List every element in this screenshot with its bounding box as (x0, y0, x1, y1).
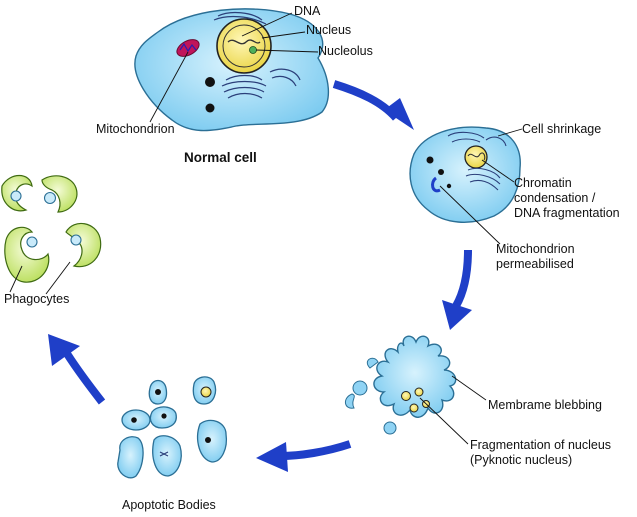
label-mitochondrion: Mitochondrion (96, 122, 175, 136)
label-nucleolus: Nucleolus (318, 44, 373, 58)
label-mito-perm-line-2: permeabilised (496, 257, 574, 271)
shrunken-cell-membrane (409, 126, 521, 223)
label-chromatin-line-1: Chromatin (514, 176, 572, 190)
leader-mitochondrion (149, 51, 189, 123)
arrow-head-2 (442, 300, 472, 330)
arrow-head-4 (48, 334, 80, 366)
leader-nucleolus (255, 49, 319, 53)
label-fragmentation: Fragmentation of nucleus (Pyknotic nucle… (470, 438, 611, 468)
shrunken-cell (409, 126, 523, 245)
label-nucleus: Nucleus (306, 23, 352, 37)
apoptotic-body-contents (131, 386, 212, 457)
label-fragmentation-line-1: Fragmentation of nucleus (470, 438, 612, 452)
label-membrane-blebbing: Membrame blebbing (488, 398, 602, 412)
phagocytes (1, 174, 102, 283)
label-mito-permeabilised: Mitochondrion permeabilised (496, 242, 575, 272)
arrow-head-3 (256, 442, 288, 472)
arrow-shrinkage-to-blebbing (452, 249, 472, 308)
arrow-blebbing-to-bodies (279, 440, 352, 460)
leader-fragmentation (419, 397, 469, 445)
nucleus-fragment (414, 387, 424, 397)
arrow-bodies-to-phagocytes (62, 349, 106, 405)
label-dna: DNA (294, 4, 321, 18)
label-fragmentation-line-2: (Pyknotic nucleus) (470, 453, 573, 467)
mito-permeabilised (431, 176, 441, 193)
label-chromatin-line-3: DNA fragmentation (514, 206, 620, 220)
dna-strand (227, 39, 261, 45)
label-normal-cell: Normal cell (184, 150, 257, 165)
engulfed-bodies (10, 190, 82, 248)
label-phagocytes: Phagocytes (4, 292, 70, 306)
leader-phagocytes-2 (45, 261, 71, 295)
label-chromatin: Chromatin condensation / DNA fragmentati… (514, 176, 620, 221)
leader-blebbing (451, 375, 487, 401)
label-chromatin-line-2: condensation / (514, 191, 596, 205)
blebbing-cell-membrane (373, 335, 457, 418)
leader-nucleus (261, 31, 306, 39)
vesicle (205, 77, 215, 87)
phagocyte (65, 222, 102, 268)
label-cell-shrinkage: Cell shrinkage (522, 122, 602, 136)
nucleus-fragment (401, 391, 411, 401)
normal-cell (134, 8, 329, 132)
leader-phagocytes (9, 265, 23, 293)
leader-chromatin (481, 159, 515, 183)
phagocyte (41, 175, 78, 213)
normal-nucleus (216, 18, 272, 74)
leader-mito-perm (439, 185, 501, 245)
label-mito-perm-line-1: Mitochondrion (496, 242, 575, 256)
arrow-head-1 (384, 98, 414, 130)
nucleus-fragment (409, 403, 419, 413)
arrow-normal-to-shrinkage (332, 80, 400, 121)
label-apoptotic-bodies: Apoptotic Bodies (122, 498, 216, 512)
leader-cell-shrinkage (497, 128, 523, 137)
nucleolus (249, 46, 257, 54)
leader-dna (241, 12, 293, 37)
blebbing-cell (345, 335, 487, 445)
phagocyte (4, 226, 50, 283)
shrunken-organelles (447, 131, 507, 191)
golgi-apparatus (213, 11, 301, 99)
mitochondrion (176, 39, 200, 57)
apoptotic-bodies (117, 376, 228, 479)
vesicle (205, 103, 215, 113)
